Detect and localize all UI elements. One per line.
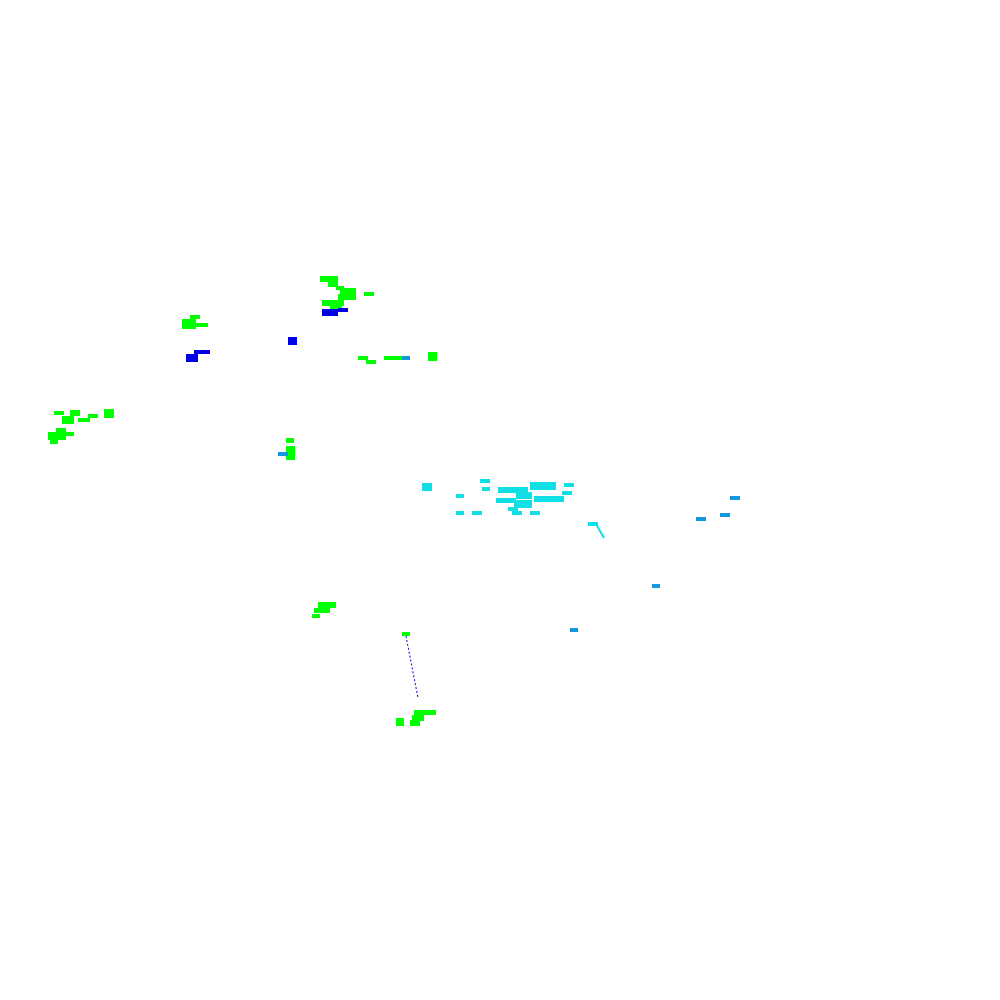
map-pixel-green <box>48 432 66 440</box>
map-pixel-blue <box>322 309 338 316</box>
map-pixel-green <box>320 276 338 282</box>
map-pixel-green <box>338 294 356 300</box>
map-pixel-sky <box>652 584 660 588</box>
map-pixel-cyan <box>562 491 572 495</box>
map-pixel-cyan <box>564 483 574 487</box>
map-pixel-cyan <box>530 482 556 490</box>
map-pixel-sky <box>278 452 288 456</box>
map-pixel-green <box>312 614 320 618</box>
map-pixel-green <box>78 418 90 422</box>
map-pixel-green <box>428 352 437 361</box>
map-pixel-cyan <box>422 483 432 491</box>
map-trace-line <box>405 635 419 699</box>
map-pixel-blue <box>338 308 348 312</box>
map-pixel-green <box>318 602 336 608</box>
map-pixel-sky <box>696 517 706 521</box>
map-pixel-cyan <box>496 498 516 503</box>
map-pixel-blue <box>288 337 297 345</box>
map-pixel-cyan <box>480 479 490 483</box>
map-pixel-cyan <box>482 487 490 491</box>
map-pixel-green <box>314 608 330 613</box>
map-pixel-green <box>384 356 404 360</box>
map-pixel-green <box>328 282 338 287</box>
map-pixel-cyan <box>472 511 482 515</box>
map-pixel-cyan <box>508 507 518 511</box>
map-pixel-green <box>402 632 410 636</box>
map-pixel-green <box>70 410 80 416</box>
map-pixel-green <box>182 319 196 329</box>
map-pixel-green <box>104 409 114 418</box>
map-pixel-green <box>366 360 376 364</box>
map-pixel-green <box>412 715 424 721</box>
map-pixel-cyan <box>456 494 464 498</box>
map-pixel-green <box>190 315 200 319</box>
map-pixel-green <box>322 300 344 306</box>
map-pixel-sky <box>570 628 578 632</box>
map-pixel-green <box>56 428 66 434</box>
map-pixel-cyan <box>588 522 598 526</box>
map-pixel-green <box>330 306 342 310</box>
map-pixel-green <box>410 720 420 726</box>
map-pixel-sky <box>720 513 730 517</box>
map-pixel-green <box>414 710 436 715</box>
map-pixel-cyan <box>534 496 564 502</box>
map-pixel-cyan <box>514 500 532 508</box>
map-pixel-cyan <box>530 511 540 515</box>
map-pixel-green <box>286 438 294 443</box>
map-pixel-green <box>88 414 98 418</box>
map-pixel-green <box>50 440 58 444</box>
map-pixel-green <box>62 416 74 424</box>
map-pixel-cyan <box>456 511 464 515</box>
map-pixel-cyan <box>516 492 532 499</box>
map-pixel-blue <box>186 354 198 362</box>
map-pixel-sky <box>402 356 410 360</box>
map-pixel-green <box>358 356 368 360</box>
map-pixel-blue <box>194 350 210 354</box>
map-pixel-green <box>196 323 208 327</box>
map-pixel-cyan <box>498 487 528 493</box>
map-trace-line <box>595 523 605 539</box>
map-pixel-green <box>340 288 356 294</box>
map-pixel-green <box>286 446 295 460</box>
map-pixel-green <box>396 718 404 726</box>
map-pixel-green <box>364 292 374 296</box>
map-pixel-sky <box>730 496 740 500</box>
map-pixel-green <box>64 432 74 436</box>
map-pixel-green <box>54 411 64 415</box>
map-pixel-cyan <box>512 511 522 515</box>
